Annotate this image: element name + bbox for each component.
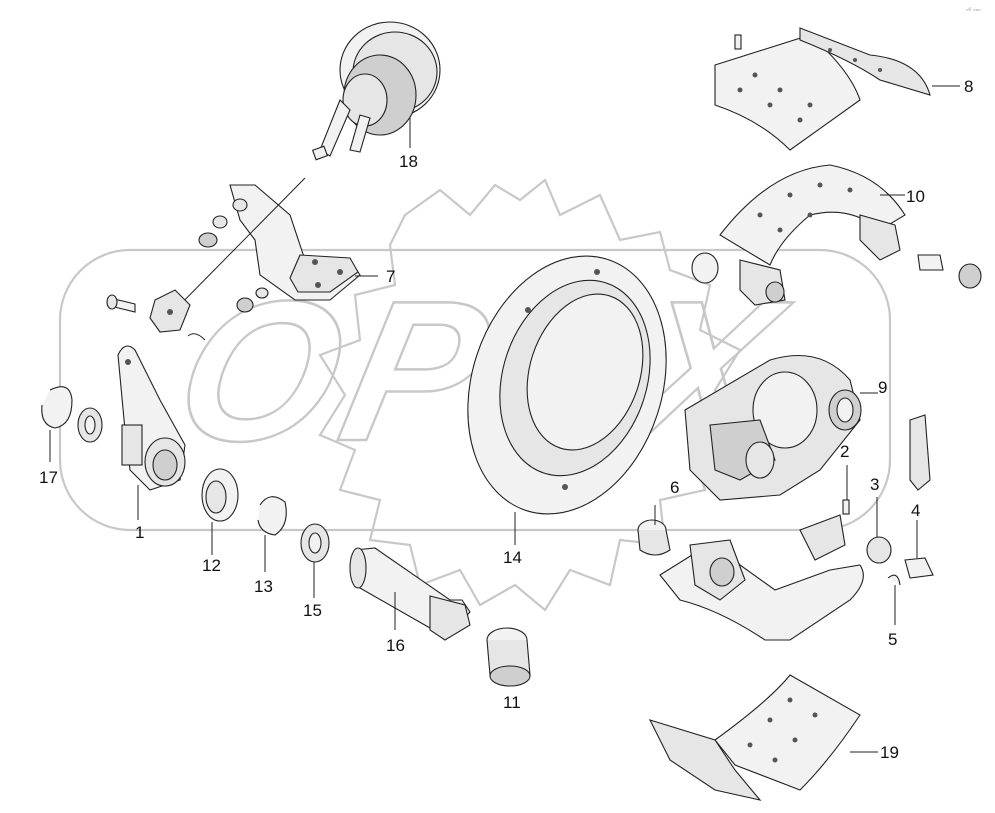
callout-12: 12 xyxy=(202,556,221,575)
brake-shoe-assembly-bottom xyxy=(659,514,864,641)
callout-labels: 1 2 3 4 5 6 7 8 9 10 11 12 13 14 15 16 1… xyxy=(39,77,973,762)
callout-19: 19 xyxy=(880,743,899,762)
brake-lining-top xyxy=(714,27,960,151)
corner-mark: ◦ᵉ ▫▫▫ xyxy=(966,7,980,14)
small-rings xyxy=(41,386,330,598)
callout-2: 2 xyxy=(840,442,849,461)
callout-8: 8 xyxy=(964,77,973,96)
callout-7: 7 xyxy=(386,267,395,286)
callout-15: 15 xyxy=(303,601,322,620)
clevis-and-pin xyxy=(106,289,206,341)
callout-1: 1 xyxy=(135,523,144,542)
callout-5: 5 xyxy=(888,630,897,649)
callout-14: 14 xyxy=(503,548,522,567)
callout-9: 9 xyxy=(878,378,887,397)
callout-10: 10 xyxy=(906,187,925,206)
bushing-large xyxy=(486,627,531,687)
callout-13: 13 xyxy=(254,577,273,596)
callout-18: 18 xyxy=(399,152,418,171)
callout-3: 3 xyxy=(870,475,879,494)
callout-16: 16 xyxy=(386,636,405,655)
small-hardware xyxy=(637,414,934,625)
callout-4: 4 xyxy=(911,501,920,520)
callout-6: 6 xyxy=(670,478,679,497)
brake-shoe-lower xyxy=(684,354,878,501)
callout-11: 11 xyxy=(503,693,521,712)
chamber-bracket xyxy=(164,177,378,321)
s-cam-shaft xyxy=(349,547,471,641)
brake-lining-bottom xyxy=(648,674,878,801)
watermark-gear-outline xyxy=(318,178,742,612)
dust-shield xyxy=(467,255,667,545)
brake-chamber xyxy=(311,21,441,161)
slack-adjuster xyxy=(117,345,186,520)
callout-17: 17 xyxy=(39,468,58,487)
brake-shoe-upper xyxy=(691,164,982,306)
